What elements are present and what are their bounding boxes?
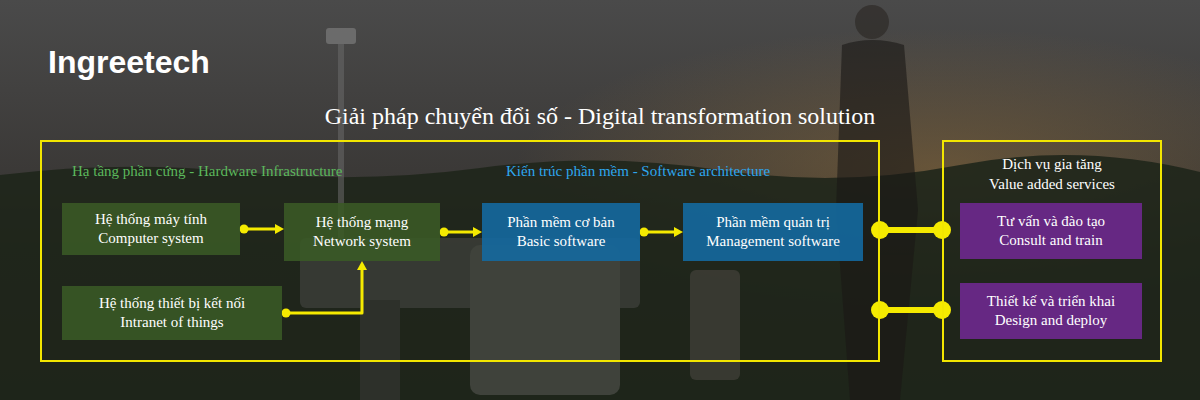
diagram-title: Giải pháp chuyển đổi số - Digital transf… (0, 103, 1200, 130)
box-text: Design and deploy (995, 311, 1107, 330)
connector-dot (282, 309, 291, 318)
process-box: Phần mềm quản trịManagement software (683, 203, 863, 261)
group-heading-stack: Dịch vụ gia tăngValue added services (944, 154, 1160, 194)
connector (640, 227, 684, 237)
group-heading: Hạ tầng phần cứng - Hardware Infrastruct… (72, 162, 343, 181)
box-text: Tư vấn và đào tạo (997, 212, 1105, 231)
arrow-head (473, 227, 482, 237)
box-text: Intranet of things (120, 313, 223, 332)
connector-line (282, 268, 362, 313)
box-text: Consult and train (999, 231, 1102, 250)
field (0, 155, 1200, 400)
box-text: Network system (313, 232, 411, 251)
box-text: Management software (706, 232, 840, 251)
connector (871, 221, 951, 239)
group-region: Hạ tầng phần cứng - Hardware Infrastruct… (40, 140, 880, 362)
connector (282, 261, 368, 318)
connector-dot (440, 228, 449, 237)
box-text: Basic software (517, 232, 606, 251)
box-text: Hệ thống thiết bị kết nối (99, 294, 245, 313)
connector (440, 227, 483, 237)
process-box: Hệ thống thiết bị kết nốiIntranet of thi… (62, 286, 282, 340)
box-text: Hệ thống máy tính (95, 210, 207, 229)
group-heading: Value added services (989, 174, 1115, 194)
process-box: Hệ thống mạngNetwork system (284, 203, 440, 261)
group-region: Dịch vụ gia tăngValue added services Tư v… (942, 140, 1162, 362)
process-box: Thiết kế và triển khaiDesign and deploy (960, 283, 1142, 339)
robot-silhouette (300, 28, 740, 400)
connector-line (880, 227, 942, 233)
box-text: Phần mềm cơ bản (507, 213, 615, 232)
brand-logo: Ingreetech (48, 44, 210, 81)
connector-dot (871, 301, 889, 319)
process-box: Hệ thống máy tínhComputer system (62, 203, 240, 255)
group-heading: Dịch vụ gia tăng (1002, 154, 1102, 174)
process-box: Tư vấn và đào tạoConsult and train (960, 203, 1142, 259)
box-text: Thiết kế và triển khai (987, 292, 1115, 311)
connector-dot (240, 225, 249, 234)
connector (240, 224, 285, 234)
arrow-head (357, 261, 367, 270)
connector-line (880, 307, 942, 313)
box-text: Phần mềm quản trị (716, 213, 830, 232)
connector-dot (871, 221, 889, 239)
group-heading: Kiến trúc phần mềm - Software architectu… (506, 162, 770, 181)
connector-dot (640, 228, 649, 237)
box-text: Hệ thống mạng (316, 213, 408, 232)
connector (871, 301, 951, 319)
process-box: Phần mềm cơ bảnBasic software (482, 203, 640, 261)
box-text: Computer system (98, 229, 203, 248)
arrow-head (674, 227, 683, 237)
arrow-head (275, 224, 284, 234)
